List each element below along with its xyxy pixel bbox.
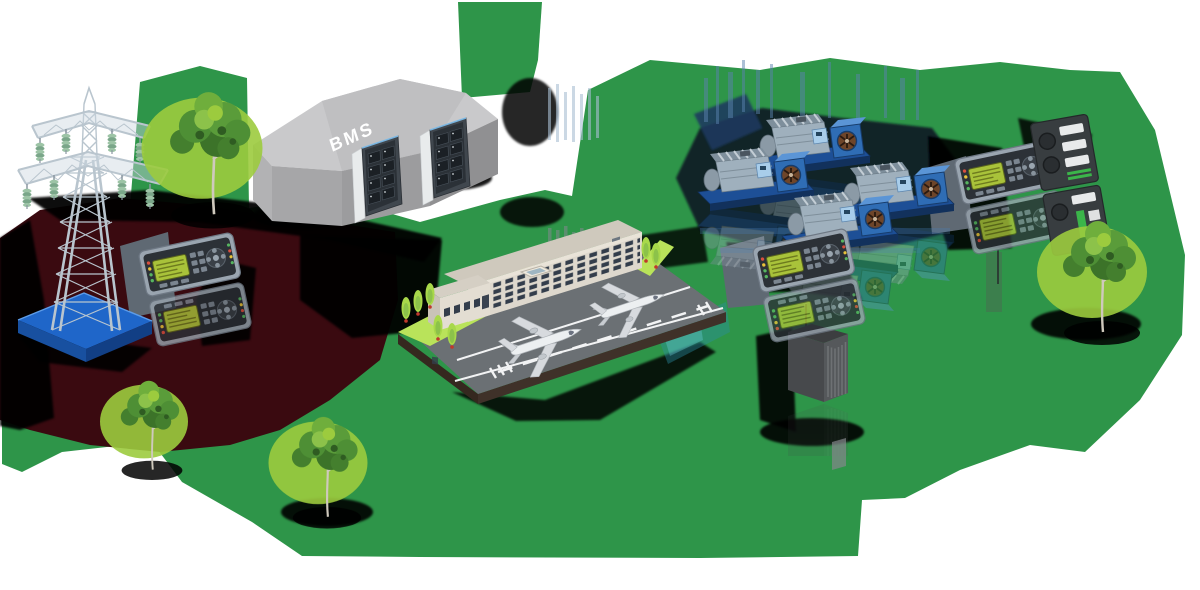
- land-bump-top: [458, 2, 542, 98]
- airport: [398, 220, 726, 404]
- terminal-roof: [444, 220, 642, 286]
- panel-knob: [1042, 156, 1061, 174]
- transmission-tower-group: [18, 88, 168, 549]
- panel-knob: [1038, 132, 1057, 151]
- airport-base-edge: [478, 312, 726, 404]
- cabinet-pillar: [832, 438, 846, 470]
- genset-streaks: [704, 60, 919, 124]
- rack-streaks: [548, 84, 599, 142]
- tower-platform: [17, 292, 153, 362]
- terminal-windows: [470, 237, 640, 316]
- tree-2: [99, 379, 189, 481]
- louvered-cabinet-group: [787, 323, 849, 483]
- panel-knob: [1051, 203, 1069, 221]
- ats-panel: [1030, 113, 1111, 256]
